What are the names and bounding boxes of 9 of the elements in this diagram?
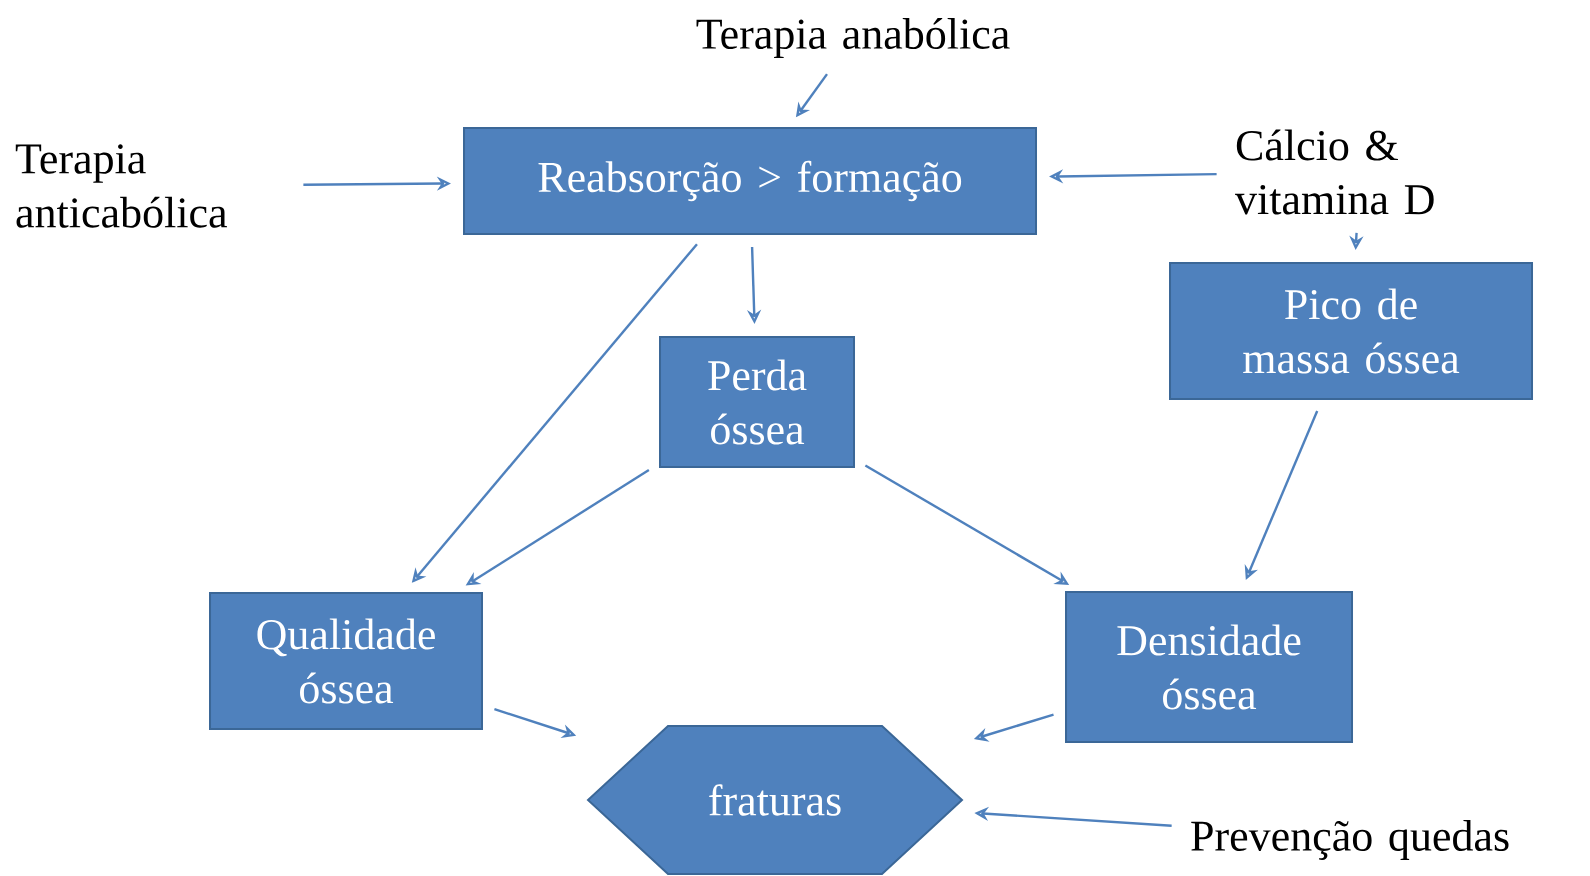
process-box: Qualidade óssea xyxy=(209,592,483,730)
process-box: Perda óssea xyxy=(659,336,855,468)
process-box: Reabsorção > formação xyxy=(463,127,1037,235)
label-text: Prevenção quedas xyxy=(1191,820,1509,860)
process-box: Densidade óssea xyxy=(1065,591,1353,743)
process-box: Pico de massa óssea xyxy=(1169,262,1533,400)
label-text: Terapia anticabólica xyxy=(15,144,227,228)
label-text: Terapia anabólica xyxy=(696,18,1010,58)
label-text: Cálcio & vitamina D xyxy=(1235,129,1434,215)
